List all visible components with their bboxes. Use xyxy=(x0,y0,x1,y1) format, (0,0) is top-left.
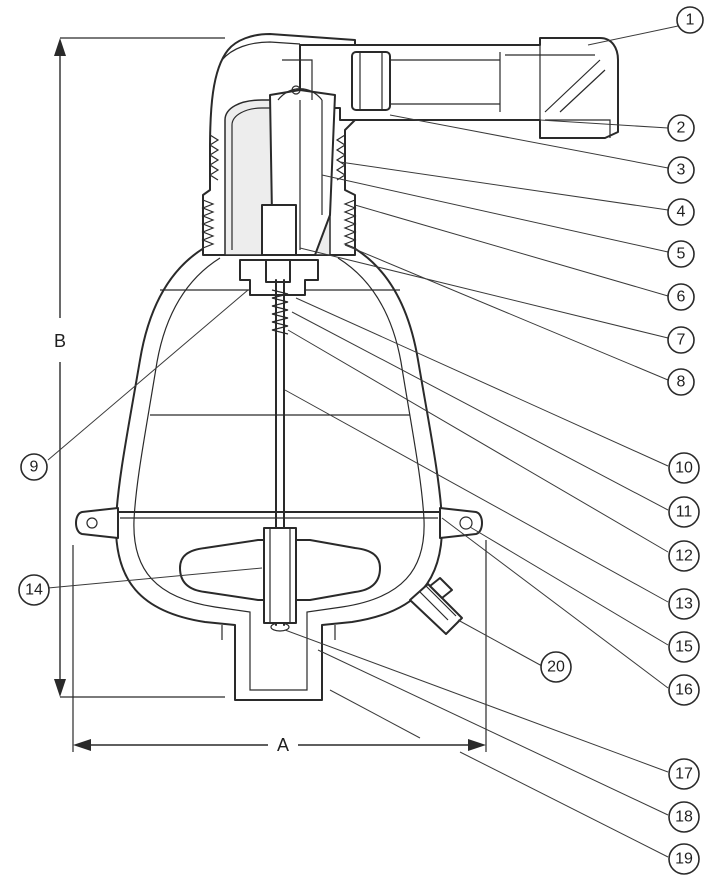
float xyxy=(179,527,381,632)
callout-13: 13 xyxy=(668,588,700,620)
callout-19: 19 xyxy=(668,843,700,875)
callout-16-label: 16 xyxy=(675,682,693,699)
dimension-b-label: B xyxy=(54,331,66,351)
callout-4-label: 4 xyxy=(677,204,686,221)
callout-9-label: 9 xyxy=(30,459,39,476)
callout-4: 4 xyxy=(667,198,695,226)
callout-1: 1 xyxy=(676,6,704,34)
callout-6-label: 6 xyxy=(677,289,686,306)
callout-1-label: 1 xyxy=(686,12,695,29)
callout-15-label: 15 xyxy=(675,639,693,656)
callout-15: 15 xyxy=(668,631,700,663)
callout-3: 3 xyxy=(667,156,695,184)
lever-mechanism xyxy=(261,59,336,256)
callout-17-label: 17 xyxy=(675,766,693,783)
callout-14: 14 xyxy=(18,574,50,606)
outlet-elbow xyxy=(299,37,619,139)
dimension-a-label: A xyxy=(277,735,289,755)
callout-8: 8 xyxy=(667,368,695,396)
callout-5-label: 5 xyxy=(677,246,686,263)
leader-lines xyxy=(47,25,679,858)
callout-20-label: 20 xyxy=(547,659,565,676)
callout-12-label: 12 xyxy=(675,548,693,565)
callout-19-label: 19 xyxy=(675,851,693,868)
callout-9: 9 xyxy=(20,453,48,481)
callout-7-label: 7 xyxy=(677,332,686,349)
dimension-b xyxy=(54,37,225,698)
drain-plug xyxy=(409,577,463,635)
callout-11: 11 xyxy=(668,496,700,528)
callout-11-label: 11 xyxy=(676,504,693,521)
callout-13-label: 13 xyxy=(675,596,693,613)
callout-20: 20 xyxy=(540,651,572,683)
callout-2: 2 xyxy=(667,114,695,142)
callout-3-label: 3 xyxy=(677,162,686,179)
callout-6: 6 xyxy=(667,283,695,311)
callout-8-label: 8 xyxy=(677,374,686,391)
callout-10-label: 10 xyxy=(675,460,693,477)
callout-14-label: 14 xyxy=(25,582,43,599)
callout-17: 17 xyxy=(668,758,700,790)
callout-18: 18 xyxy=(668,801,700,833)
callout-18-label: 18 xyxy=(675,809,693,826)
guide-bracket xyxy=(239,259,319,296)
callout-12: 12 xyxy=(668,540,700,572)
dimension-a xyxy=(72,540,487,752)
callout-2-label: 2 xyxy=(677,120,686,137)
callout-5: 5 xyxy=(667,240,695,268)
callout-16: 16 xyxy=(668,674,700,706)
callout-7: 7 xyxy=(667,326,695,354)
callout-10: 10 xyxy=(668,452,700,484)
